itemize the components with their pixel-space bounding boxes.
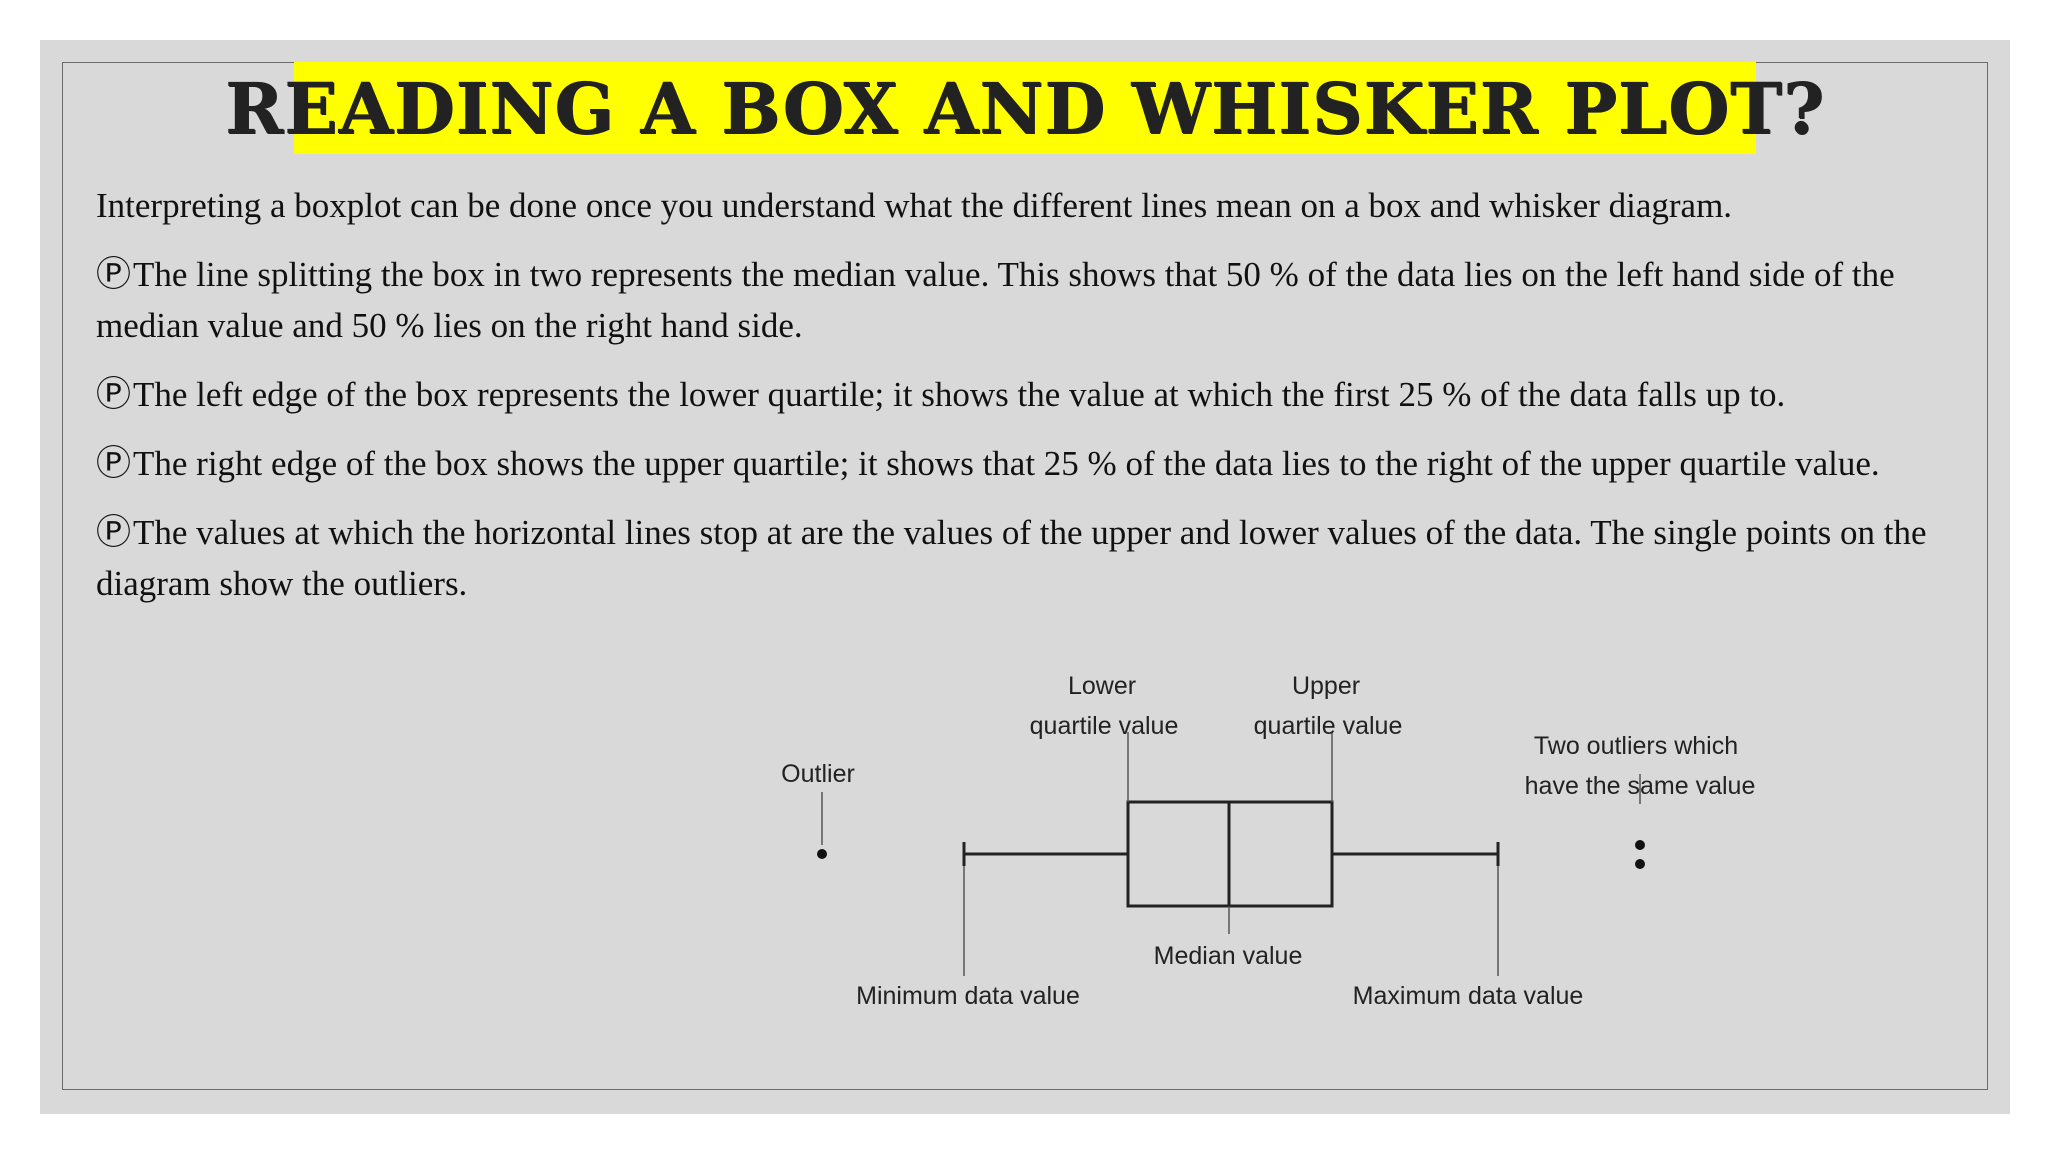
- lower-quartile-label-line1: Lower: [1068, 672, 1136, 700]
- bullet-icon: Ⓟ: [96, 444, 132, 483]
- title-banner: READING A BOX AND WHISKER PLOT?: [225, 62, 1824, 154]
- bullet-text: The values at which the horizontal lines…: [96, 513, 1927, 603]
- bullet-median: ⓅThe line splitting the box in two repre…: [96, 249, 1956, 351]
- intro-paragraph: Interpreting a boxplot can be done once …: [96, 186, 1733, 225]
- lower-quartile-label-line2: quartile value: [1030, 712, 1179, 740]
- two-outliers-label-line2: have the same value: [1525, 772, 1756, 800]
- minimum-label: Minimum data value: [856, 982, 1080, 1010]
- upper-quartile-label-line2: quartile value: [1254, 712, 1403, 740]
- body-text: Interpreting a boxplot can be done once …: [96, 180, 1956, 627]
- outlier-point: [1635, 840, 1645, 850]
- bullet-icon: Ⓟ: [96, 513, 132, 552]
- outlier-label: Outlier: [781, 760, 855, 788]
- outlier-point: [1635, 859, 1645, 869]
- bullet-text: The right edge of the box shows the uppe…: [133, 444, 1880, 483]
- bullet-upper-quartile: ⓅThe right edge of the box shows the upp…: [96, 438, 1956, 489]
- bullet-lower-quartile: ⓅThe left edge of the box represents the…: [96, 369, 1956, 420]
- box-plot-diagram: Lower quartile value Upper quartile valu…: [781, 672, 1756, 1010]
- bullet-text: The line splitting the box in two repres…: [96, 255, 1895, 345]
- bullet-icon: Ⓟ: [96, 255, 132, 294]
- slide-title: READING A BOX AND WHISKER PLOT?: [224, 66, 1826, 150]
- maximum-label: Maximum data value: [1353, 982, 1584, 1010]
- upper-quartile-label-line1: Upper: [1292, 672, 1360, 700]
- bullet-icon: Ⓟ: [96, 375, 132, 414]
- bullet-text: The left edge of the box represents the …: [133, 375, 1786, 414]
- outlier-point: [817, 849, 827, 859]
- median-label: Median value: [1154, 942, 1303, 970]
- bullet-whiskers: ⓅThe values at which the horizontal line…: [96, 507, 1956, 609]
- slide: READING A BOX AND WHISKER PLOT? Interpre…: [40, 40, 2010, 1114]
- two-outliers-label-line1: Two outliers which: [1534, 732, 1738, 760]
